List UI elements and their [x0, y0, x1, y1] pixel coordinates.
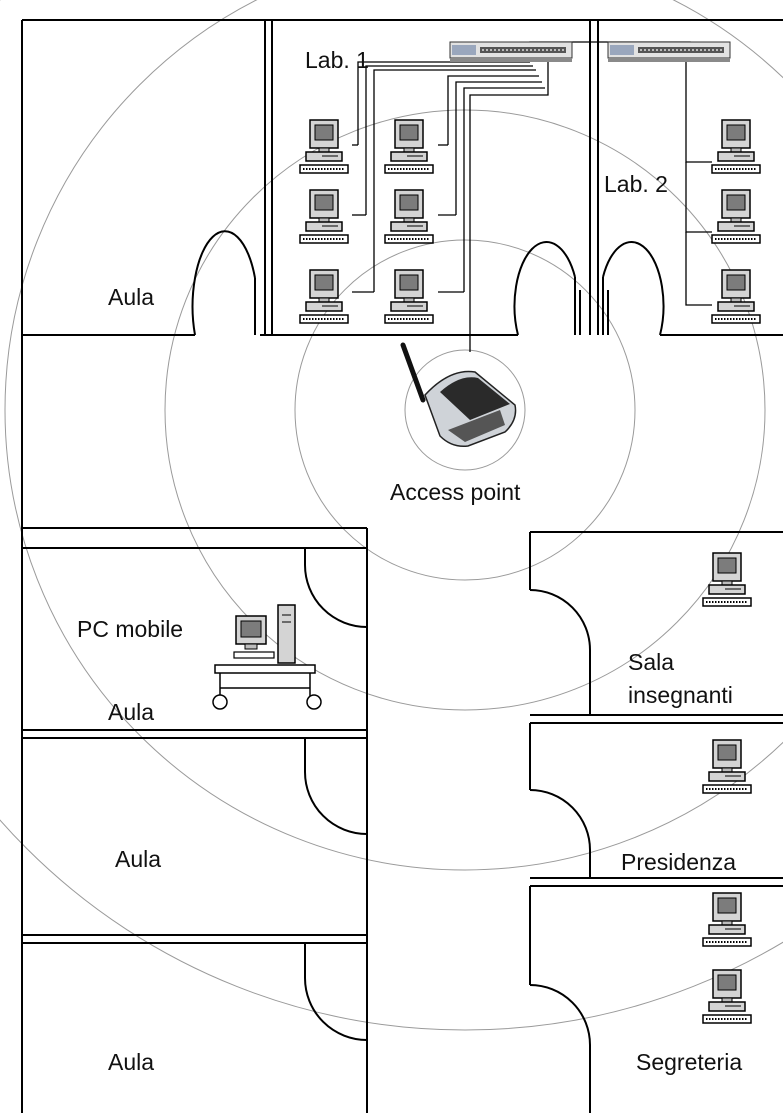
computer-icon [702, 739, 752, 794]
label-segreteria: Segreteria [636, 1049, 742, 1075]
mobile-pc-icon [212, 604, 322, 710]
label-sala: Sala [628, 649, 674, 675]
range-circle-3 [164, 109, 766, 711]
access-point-icon [400, 342, 517, 448]
computer-icon [711, 269, 761, 324]
label-presidenza: Presidenza [621, 849, 736, 875]
computer-icon [702, 552, 752, 607]
range-circle-4 [4, 0, 783, 871]
range-circle-5 [0, 0, 783, 1031]
label-aula-mobile: Aula [108, 699, 154, 725]
range-circle-1 [404, 349, 526, 471]
switch-lab1 [449, 41, 573, 63]
computer-icon [299, 269, 349, 324]
computer-icon [299, 119, 349, 174]
computer-icon [384, 189, 434, 244]
walls [21, 19, 783, 1113]
label-pc-mobile: PC mobile [77, 616, 183, 642]
computer-icon [384, 119, 434, 174]
range-circle-2 [294, 239, 636, 581]
lab2-computers [711, 119, 761, 324]
switch-lab2 [607, 41, 731, 63]
computer-icon [299, 189, 349, 244]
label-aula-top: Aula [108, 284, 154, 310]
label-lab1: Lab. 1 [305, 47, 369, 73]
office-computers [702, 552, 752, 1024]
computer-icon [384, 269, 434, 324]
label-insegnanti: insegnanti [628, 682, 733, 708]
label-access-point: Access point [390, 479, 521, 505]
computer-icon [711, 189, 761, 244]
label-aula-mid: Aula [115, 846, 161, 872]
label-lab2: Lab. 2 [604, 171, 668, 197]
computer-icon [702, 969, 752, 1024]
computer-icon [711, 119, 761, 174]
computer-icon [702, 892, 752, 947]
label-aula-bottom: Aula [108, 1049, 154, 1075]
coverage-range-circles [0, 0, 783, 1031]
